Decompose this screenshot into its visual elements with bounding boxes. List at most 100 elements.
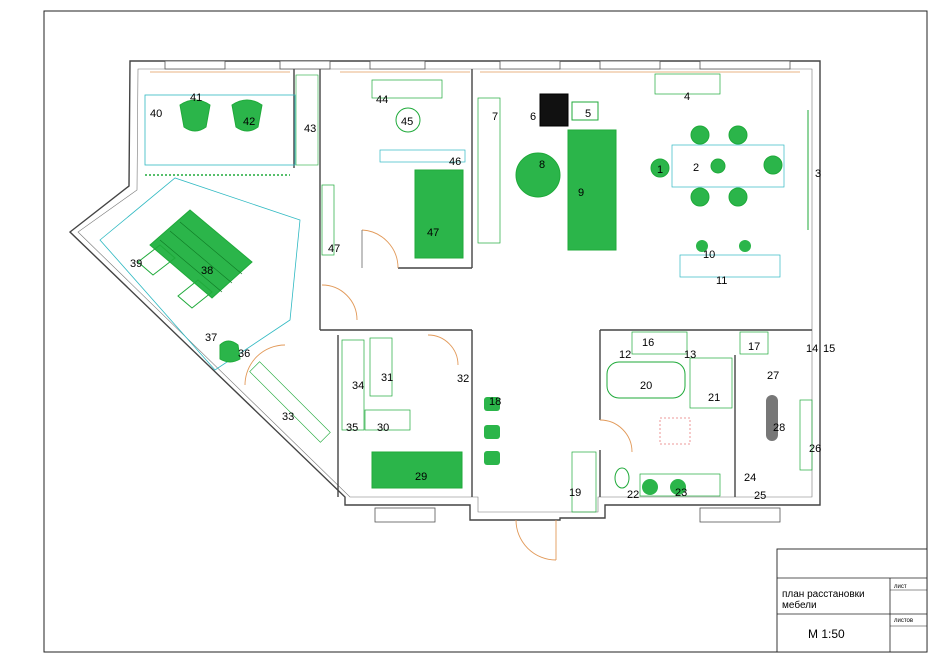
- dining-chairs: [650, 125, 783, 207]
- walls: [68, 60, 821, 521]
- tile-mat: [659, 417, 691, 445]
- sofa-9: [567, 129, 617, 251]
- label-39: 39: [130, 258, 142, 270]
- door-wardrobe: [244, 344, 286, 386]
- bed-38: [149, 209, 253, 299]
- chair-41: [179, 99, 211, 132]
- tv-unit-7: [477, 97, 501, 244]
- sofa-47: [414, 169, 464, 259]
- label-21: 21: [708, 392, 720, 404]
- chair: [728, 125, 748, 145]
- label-37: 37: [205, 332, 217, 344]
- desk-31: [369, 337, 393, 397]
- label-19: 19: [569, 487, 581, 499]
- armchair-36: [219, 340, 241, 363]
- label-29: 29: [415, 471, 427, 483]
- bathtub-20: [606, 361, 686, 399]
- radiator-28: [766, 395, 778, 441]
- window: [499, 60, 561, 70]
- basin: [642, 479, 658, 495]
- pouf-18: [484, 425, 500, 439]
- door-bath: [599, 419, 633, 453]
- hall: [484, 397, 597, 513]
- label-30: 30: [377, 422, 389, 434]
- bedroom-rug: [99, 177, 301, 371]
- label-13: 13: [684, 349, 696, 361]
- bed-quilt-lines: [159, 221, 243, 293]
- label-25: 25: [754, 490, 766, 502]
- label-12: 12: [619, 349, 631, 361]
- label-24: 24: [744, 472, 756, 484]
- centerpiece: [710, 158, 726, 174]
- label-7: 7: [492, 111, 498, 123]
- sheets-label: листов: [894, 618, 913, 624]
- windows: [164, 60, 791, 523]
- label-27: 27: [767, 370, 779, 382]
- window: [599, 60, 661, 70]
- sideboard-4: [654, 73, 721, 95]
- label-47-sofa: 47: [427, 227, 439, 239]
- wardrobe-43: [295, 74, 319, 166]
- cabinet-17: [739, 331, 769, 355]
- window: [699, 507, 781, 523]
- bedside: [137, 244, 176, 276]
- label-46: 46: [449, 156, 461, 168]
- drawing-title-line1: план расстановки: [782, 589, 865, 600]
- chair: [690, 125, 710, 145]
- bedside: [177, 279, 213, 309]
- window: [374, 507, 436, 523]
- basin: [670, 479, 686, 495]
- label-31: 31: [381, 372, 393, 384]
- label-14: 14: [806, 343, 818, 355]
- chair-42: [231, 99, 263, 132]
- outer-wall-inner: [77, 68, 813, 513]
- scale-label: М 1:50: [808, 627, 845, 641]
- label-5: 5: [585, 108, 591, 120]
- chair: [763, 155, 783, 175]
- desk-44: [371, 79, 443, 99]
- label-9: 9: [578, 187, 584, 199]
- wardrobe-19: [571, 451, 597, 513]
- label-3: 3: [815, 168, 821, 180]
- chair: [690, 187, 710, 207]
- label-33: 33: [282, 411, 294, 423]
- bedroom: [99, 74, 331, 443]
- label-26: 26: [809, 443, 821, 455]
- washer-23: [639, 473, 721, 497]
- toilet-22: [614, 467, 630, 489]
- label-34: 34: [352, 380, 364, 392]
- label-32: 32: [457, 373, 469, 385]
- label-35: 35: [346, 422, 358, 434]
- chair: [728, 187, 748, 207]
- label-47-console: 47: [328, 243, 340, 255]
- closet-33: [249, 361, 331, 443]
- sheet-label: лист: [894, 584, 907, 590]
- stool-10: [696, 240, 708, 252]
- window: [164, 60, 226, 70]
- chair-45: [395, 107, 421, 133]
- doors: [244, 229, 633, 561]
- label-42: 42: [243, 116, 255, 128]
- door-kid: [427, 334, 459, 366]
- title-block-frame: [776, 548, 928, 653]
- label-10: 10: [703, 249, 715, 261]
- door-entrance: [515, 519, 557, 561]
- label-1: 1: [657, 164, 663, 176]
- label-18: 18: [489, 396, 501, 408]
- stool-10: [739, 240, 751, 252]
- pouf-8: [515, 152, 561, 198]
- label-41: 41: [190, 92, 202, 104]
- label-20: 20: [640, 380, 652, 392]
- label-2: 2: [693, 162, 699, 174]
- dining-table-2: [671, 144, 785, 188]
- window: [369, 60, 426, 70]
- label-43: 43: [304, 123, 316, 135]
- bed-29: [371, 451, 463, 489]
- label-23: 23: [675, 487, 687, 499]
- table-5: [571, 101, 599, 121]
- shelf-30: [364, 409, 411, 431]
- label-40: 40: [150, 108, 162, 120]
- title-block: лист листов план расстановки мебели М 1:…: [776, 548, 928, 653]
- vanity-16: [631, 331, 688, 355]
- wardrobe-26: [799, 399, 813, 471]
